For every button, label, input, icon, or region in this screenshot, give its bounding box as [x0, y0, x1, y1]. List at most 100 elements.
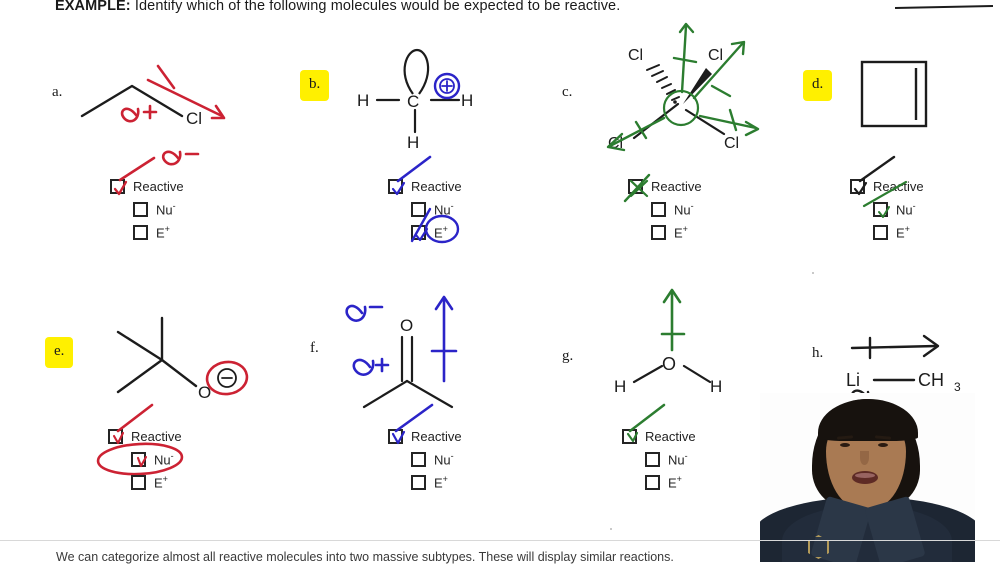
checkbox-row-reactive[interactable]: Reactive: [388, 155, 462, 198]
checkbox-nucleophile[interactable]: [131, 452, 148, 468]
check-mark-icon: [878, 206, 890, 218]
svg-text:H: H: [614, 377, 626, 396]
label-reactive: Reactive: [645, 429, 696, 444]
checkbox-row-electrophile[interactable]: E+: [628, 221, 702, 244]
checkbox-row-nucleophile[interactable]: Nu-: [622, 448, 696, 471]
checkbox-reactive[interactable]: [622, 429, 639, 444]
checkbox-row-nucleophile[interactable]: Nu-: [850, 180, 924, 221]
item-f-checkboxes: Reactive Nu- E+: [388, 403, 462, 494]
checkbox-electrophile[interactable]: [411, 475, 426, 490]
checkbox-electrophile[interactable]: [411, 225, 429, 242]
item-a-label: a.: [52, 84, 63, 100]
checkbox-row-electrophile[interactable]: E+: [388, 471, 462, 494]
molecule-carbon-tetrachloride: Cl Cl Cl Cl: [606, 22, 760, 152]
label-reactive: Reactive: [411, 179, 462, 194]
checkbox-electrophile[interactable]: [133, 225, 148, 240]
cross-out-icon: [629, 179, 649, 198]
checkbox-reactive[interactable]: [108, 429, 125, 445]
label-reactive: Reactive: [133, 179, 184, 194]
example-prefix: EXAMPLE:: [55, 0, 131, 14]
checkbox-nucleophile[interactable]: [873, 202, 890, 218]
molecule-cyclobutene: [860, 60, 928, 128]
label-reactive: Reactive: [131, 429, 182, 444]
bottom-divider: [0, 540, 1000, 541]
checkbox-nucleophile[interactable]: [651, 202, 666, 217]
checkbox-row-reactive[interactable]: Reactive: [388, 403, 462, 448]
molecule-water: O H H: [614, 288, 722, 396]
checkbox-row-nucleophile[interactable]: Nu-: [388, 198, 462, 221]
checkbox-reactive[interactable]: [628, 179, 649, 198]
checkbox-reactive[interactable]: [850, 179, 868, 196]
item-e-checkboxes: Reactive Nu- E+: [96, 403, 184, 494]
check-mark-icon: [626, 431, 639, 443]
item-d-checkboxes: Reactive Nu- E+: [850, 155, 924, 244]
molecule-tert-butoxide: O: [116, 316, 249, 402]
checkbox-electrophile[interactable]: [651, 225, 666, 240]
label-electrophile: E+: [154, 474, 168, 491]
checkbox-row-electrophile[interactable]: E+: [108, 471, 182, 494]
presenter-nose: [860, 451, 869, 465]
label-nucleophile: Nu-: [434, 201, 454, 218]
check-mark-icon: [112, 431, 125, 445]
label-nucleophile: Nu-: [156, 201, 176, 218]
checkbox-electrophile[interactable]: [873, 225, 888, 240]
label-reactive: Reactive: [651, 179, 702, 194]
svg-text:Cl: Cl: [186, 109, 202, 128]
item-e-label: e.: [45, 337, 74, 368]
label-nucleophile: Nu-: [896, 201, 916, 218]
label-electrophile: E+: [434, 224, 448, 241]
check-mark-icon: [853, 181, 868, 196]
checkbox-row-electrophile[interactable]: E+: [622, 471, 696, 494]
checkbox-row-reactive[interactable]: Reactive: [110, 156, 184, 198]
checkbox-electrophile[interactable]: [131, 475, 146, 490]
check-mark-icon: [113, 180, 128, 196]
checkbox-nucleophile[interactable]: [133, 202, 148, 217]
label-nucleophile: Nu-: [668, 451, 688, 468]
presenter-logo-badge: [808, 535, 829, 559]
checkbox-row-electrophile[interactable]: E+: [850, 221, 924, 244]
checkbox-row-reactive[interactable]: Reactive: [622, 403, 696, 448]
example-text: Identify which of the following molecule…: [130, 0, 621, 14]
checkbox-row-reactive[interactable]: Reactive: [850, 155, 924, 198]
checkbox-reactive[interactable]: [388, 429, 406, 445]
checkbox-row-nucleophile[interactable]: Nu-: [628, 198, 702, 221]
checkbox-row-reactive[interactable]: Reactive: [623, 173, 702, 203]
svg-text:O: O: [400, 316, 413, 335]
checkbox-row-nucleophile[interactable]: Nu-: [96, 442, 184, 476]
checkbox-electrophile[interactable]: [645, 475, 660, 490]
checkbox-row-electrophile[interactable]: E+: [110, 221, 184, 244]
svg-text:H: H: [407, 133, 419, 152]
label-nucleophile: Nu-: [434, 451, 454, 468]
checkbox-row-reactive[interactable]: Reactive: [108, 403, 182, 448]
bottom-caption: We can categorize almost all reactive mo…: [56, 550, 674, 564]
item-b-label: b.: [300, 70, 330, 101]
check-mark-icon: [136, 455, 148, 468]
molecule-methyl-carbocation: H C H H: [357, 48, 473, 152]
label-reactive: Reactive: [411, 429, 462, 444]
item-b-checkboxes: Reactive Nu- E+: [388, 155, 462, 244]
check-mark-icon: [414, 227, 429, 242]
checkbox-row-nucleophile[interactable]: Nu-: [110, 198, 184, 221]
item-g-checkboxes: Reactive Nu- E+: [622, 403, 696, 494]
svg-text:H: H: [710, 377, 722, 396]
label-electrophile: E+: [674, 224, 688, 241]
svg-text:Cl: Cl: [628, 47, 643, 64]
checkbox-reactive[interactable]: [110, 179, 128, 196]
checkbox-nucleophile[interactable]: [411, 202, 426, 217]
svg-text:CH: CH: [918, 370, 944, 390]
svg-text:3: 3: [954, 380, 961, 394]
svg-text:O: O: [662, 354, 676, 374]
checkbox-reactive[interactable]: [388, 179, 406, 196]
svg-text:Li: Li: [846, 370, 860, 390]
checkbox-row-nucleophile[interactable]: Nu-: [388, 448, 462, 471]
presenter-video-overlay: [760, 393, 975, 562]
molecule-acetone: O: [345, 295, 458, 409]
presenter-eye-right: [878, 443, 888, 447]
checkbox-nucleophile[interactable]: [645, 452, 660, 467]
page-title: EXAMPLE: Identify which of the following…: [55, 0, 620, 14]
molecule-alkyl-chloride: Cl: [80, 64, 226, 166]
checkbox-row-electrophile[interactable]: E+: [388, 207, 462, 244]
item-d-label: d.: [803, 70, 833, 101]
checkbox-nucleophile[interactable]: [411, 452, 426, 467]
